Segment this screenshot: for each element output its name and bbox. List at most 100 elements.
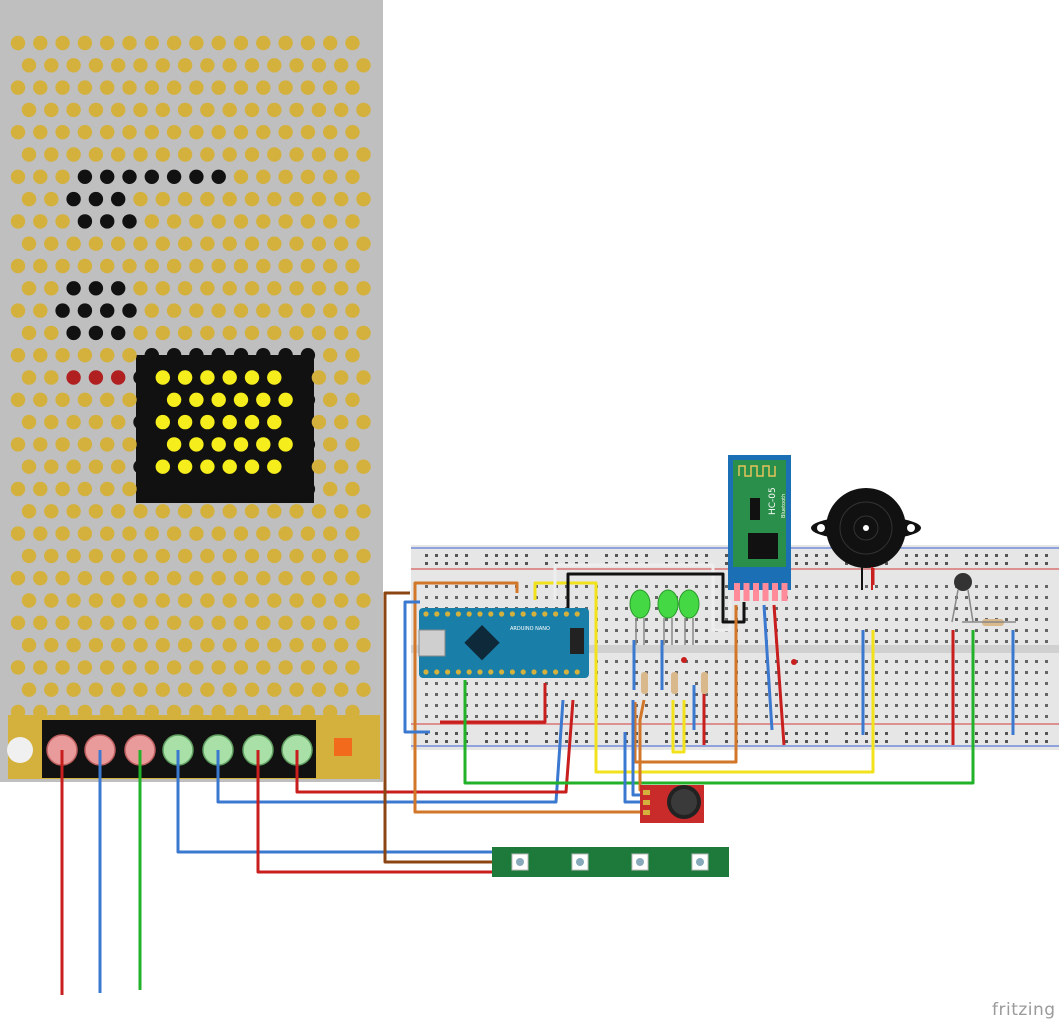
nano-pin-top <box>455 611 461 617</box>
psu-vent-hole <box>166 125 182 140</box>
psu-vent-hole <box>289 548 304 564</box>
psu-vent-hole <box>311 58 327 73</box>
bb-rail-hole <box>625 554 628 557</box>
psu-vent-hole <box>256 258 271 274</box>
bb-hole <box>485 704 488 707</box>
wire-blue-bt <box>762 604 774 731</box>
bb-hole <box>625 585 628 588</box>
bb-hole <box>925 671 928 674</box>
bb-hole <box>835 640 838 643</box>
bb-rail-hole <box>985 554 988 557</box>
bb-hole <box>715 607 718 610</box>
psu-vent-hole <box>311 459 327 474</box>
psu-vent-hole <box>77 392 93 407</box>
psu-vent-hole <box>289 236 304 251</box>
psu-vent-hole <box>289 637 304 653</box>
psu-vent-hole <box>155 414 170 430</box>
bb-rail-hole <box>445 732 448 735</box>
psu-vent-hole <box>33 615 48 630</box>
psu-vent-hole <box>133 325 148 341</box>
bb-hole <box>895 607 898 610</box>
psu-vent-hole <box>323 303 338 318</box>
psu-vent-hole <box>33 214 48 229</box>
bb-hole <box>815 704 818 707</box>
bb-hole <box>715 618 718 621</box>
bb-hole <box>425 585 428 588</box>
bb-hole <box>655 640 658 643</box>
psu-vent-hole <box>200 102 215 118</box>
psu-vent-hole <box>77 615 93 630</box>
bb-hole <box>855 585 858 588</box>
psu-vent-hole <box>267 58 282 73</box>
psu-vent-hole <box>334 281 349 296</box>
bb-hole <box>805 629 808 632</box>
bb-hole <box>615 618 618 621</box>
wire-brown-strip <box>383 591 495 864</box>
bb-rail-hole <box>805 732 808 735</box>
bb-rail-hole <box>925 554 928 557</box>
psu-vent-hole <box>300 258 316 274</box>
psu-vent-hole <box>211 437 226 452</box>
psu-vent-hole <box>200 637 215 653</box>
psu-vent-hole <box>111 325 126 341</box>
psu-vent-hole <box>323 615 338 630</box>
bb-hole <box>885 660 888 663</box>
psu-vent-hole <box>334 102 349 118</box>
wires <box>60 563 1015 995</box>
bb-hole <box>895 704 898 707</box>
bb-hole <box>825 629 828 632</box>
bb-rail-hole <box>965 740 968 743</box>
bb-hole <box>1045 704 1048 707</box>
bb-hole <box>455 596 458 599</box>
bb-hole <box>975 640 978 643</box>
bb-hole <box>825 671 828 674</box>
bb-rail-hole <box>675 732 678 735</box>
psu-vent-hole <box>100 481 115 497</box>
psu-vent-hole <box>77 258 93 274</box>
strip-cells <box>511 853 709 871</box>
psu-vent-hole <box>33 392 48 407</box>
psu-vent-hole <box>66 281 81 296</box>
bb-hole <box>615 596 618 599</box>
psu-vent-hole <box>323 437 338 452</box>
psu-vent-hole <box>278 526 293 541</box>
bb-hole <box>985 629 988 632</box>
bb-hole <box>625 596 628 599</box>
bb-hole <box>525 682 528 685</box>
bb-hole <box>905 585 908 588</box>
buzzer-screw-right <box>907 524 915 532</box>
bb-rail-hole <box>1035 554 1038 557</box>
nano-pin-top <box>434 611 440 617</box>
bb-hole <box>685 585 688 588</box>
bb-rail-hole <box>905 732 908 735</box>
bb-hole <box>695 629 698 632</box>
psu-vent-hole <box>44 504 59 519</box>
bb-hole <box>585 704 588 707</box>
bb-hole <box>945 715 948 718</box>
bb-hole <box>855 704 858 707</box>
bb-rail-hole <box>605 554 608 557</box>
bb-rail-hole <box>1005 732 1008 735</box>
bb-rail-hole <box>525 562 528 565</box>
psu-vent-hole <box>44 548 59 564</box>
psu-vent-hole <box>345 258 360 274</box>
bb-hole <box>885 629 888 632</box>
bb-rail-hole <box>645 732 648 735</box>
psu-vent-hole <box>88 236 104 251</box>
bb-hole <box>605 618 608 621</box>
psu-vent-hole <box>233 169 249 184</box>
bb-rail-hole <box>585 732 588 735</box>
psu-vent-hole <box>66 593 81 608</box>
nano-pin-top <box>520 611 526 617</box>
psu-vent-hole <box>189 526 204 541</box>
psu-vent-hole <box>100 437 115 452</box>
bb-rail-hole <box>505 554 508 557</box>
bb-hole <box>755 693 758 696</box>
psu-vent-hole <box>122 437 137 452</box>
bb-hole <box>715 585 718 588</box>
psu-vent-hole <box>323 526 338 541</box>
bb-rail-hole <box>545 740 548 743</box>
bb-hole <box>605 715 608 718</box>
bb-hole <box>605 704 608 707</box>
bb-hole <box>895 640 898 643</box>
